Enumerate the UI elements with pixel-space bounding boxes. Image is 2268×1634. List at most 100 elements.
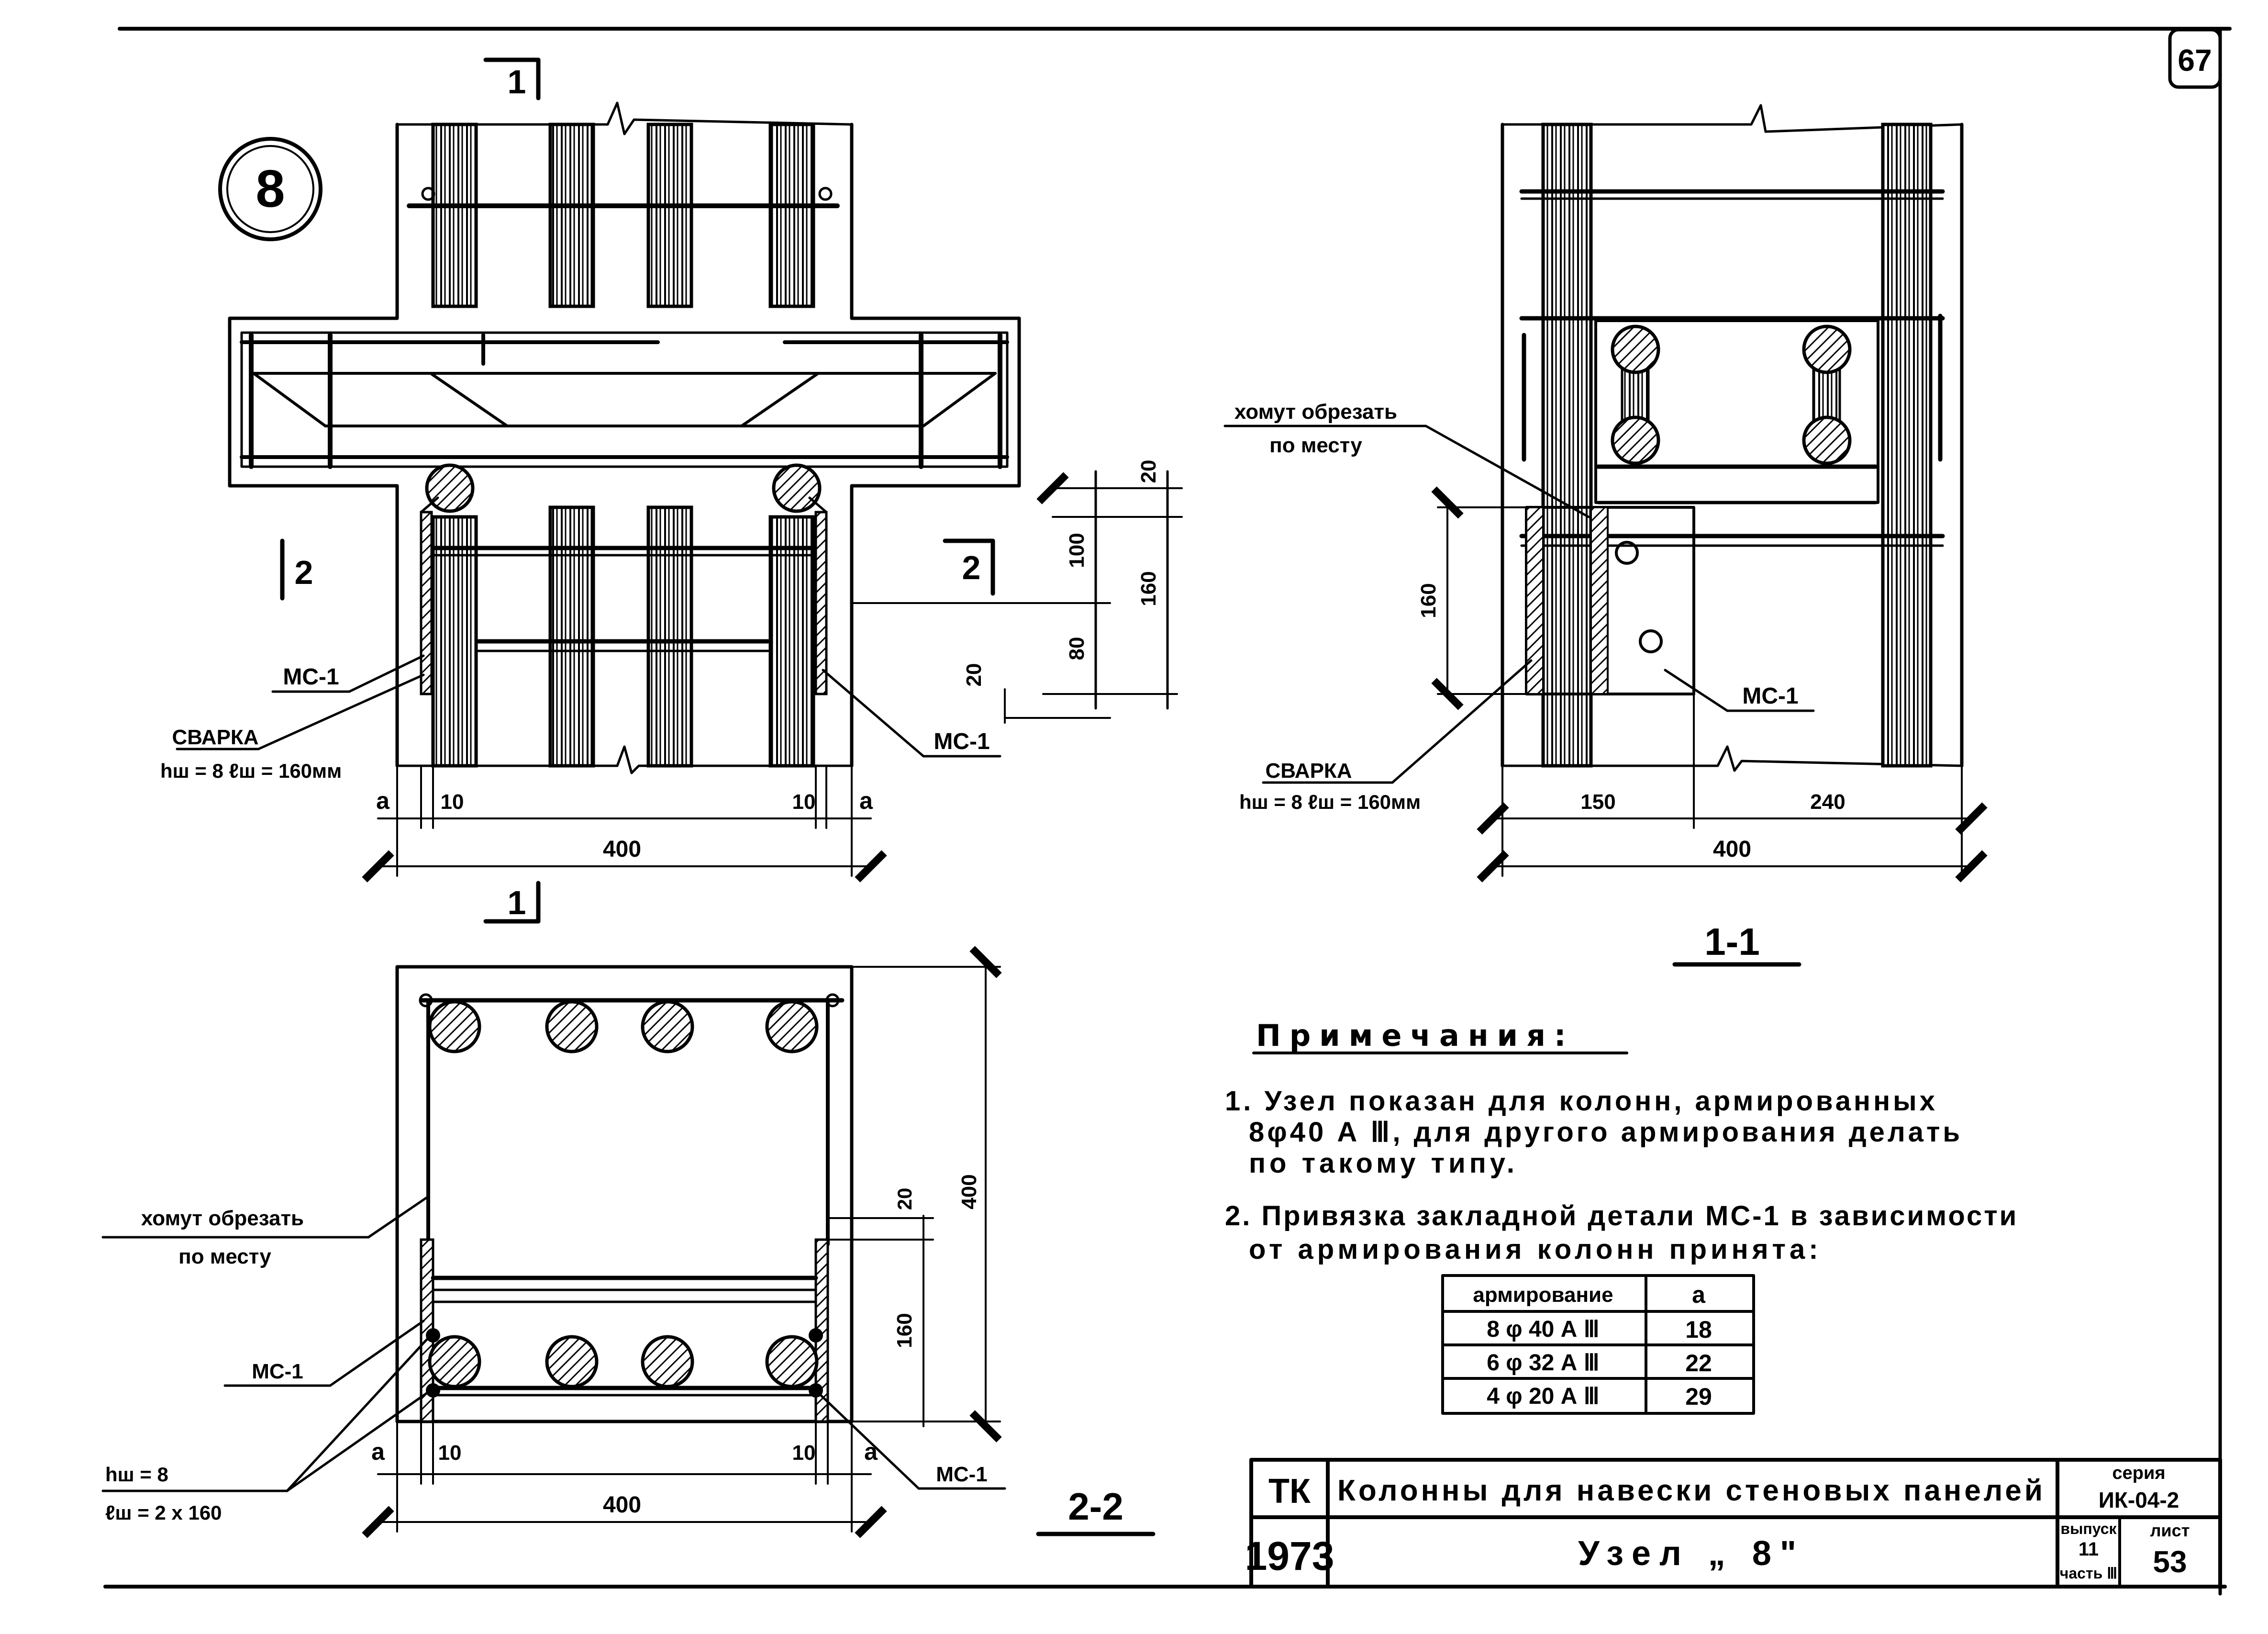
section-2-2-view: хомут обрезать по месту МС-1 hш = 8 ℓш =… <box>101 946 1156 1538</box>
callout-welding-left: СВАРКА hш = 8 ℓш = 160мм <box>160 673 425 782</box>
page-number: 67 <box>2178 43 2212 78</box>
svg-text:2: 2 <box>295 554 313 591</box>
upper-longitudinal-bars <box>407 123 840 308</box>
section-mark-1-top: 1 <box>483 57 541 101</box>
node-8-vertical-dims: 20 100 160 80 20 <box>851 460 1183 724</box>
table-cell: 18 <box>1685 1316 1712 1343</box>
svg-text:по месту: по месту <box>1269 434 1362 457</box>
node-marker-number: 8 <box>256 159 285 218</box>
svg-text:a: a <box>864 1438 878 1465</box>
reinforcement-table: армирование a 8 φ 40 А Ⅲ 18 6 φ 32 А Ⅲ 2… <box>1441 1274 1755 1415</box>
section-1-1-console-bars <box>1594 319 1879 504</box>
title-block-org: ТК <box>1268 1472 1311 1511</box>
svg-text:400: 400 <box>1713 837 1751 862</box>
svg-text:хомут обрезать: хомут обрезать <box>141 1207 304 1230</box>
callout-mc1-right-2-2: МС-1 <box>817 1391 1006 1490</box>
callout-clamp-cut-1-1: хомут обрезать по месту <box>1223 400 1590 518</box>
svg-text:150: 150 <box>1580 790 1615 814</box>
svg-text:МС-1: МС-1 <box>283 664 339 690</box>
section-mark-2-right: 2 <box>943 538 995 596</box>
callout-mc1-left: МС-1 <box>271 654 425 693</box>
svg-text:СВАРКА: СВАРКА <box>172 726 258 749</box>
table-header-reinforcement: армирование <box>1473 1283 1613 1307</box>
svg-text:100: 100 <box>1065 533 1089 568</box>
svg-text:10: 10 <box>792 1441 816 1465</box>
section-mark-1-bottom: 1 <box>483 881 541 924</box>
section-2-2-mc1-plates <box>420 1238 829 1423</box>
callout-mc1-right: МС-1 <box>822 669 1001 758</box>
table-cell: 29 <box>1685 1383 1712 1410</box>
table-header-a: a <box>1692 1281 1706 1308</box>
lower-longitudinal-bars <box>431 505 816 768</box>
section-2-2-dims: 400 20 160 a 10 10 a 400 <box>362 946 1002 1538</box>
callout-mc1-1-1: МС-1 <box>1664 669 1815 712</box>
note-2-line-2: от армирования колонн принята: <box>1249 1234 1822 1265</box>
issue-label: выпуск <box>2060 1520 2117 1537</box>
title-block: ТК 1973 Колонны для навески стеновых пан… <box>1245 1458 2222 1589</box>
svg-text:160: 160 <box>1417 583 1440 618</box>
page-number-box: 67 <box>2168 28 2222 89</box>
table-cell: 22 <box>1685 1350 1712 1377</box>
issue-value: 11 <box>2079 1539 2099 1560</box>
svg-text:20: 20 <box>1137 460 1160 483</box>
svg-text:240: 240 <box>1810 790 1845 814</box>
svg-text:160: 160 <box>1137 571 1160 606</box>
mc1-plates <box>420 496 828 695</box>
title-block-title: Колонны для навески стеновых панелей <box>1337 1474 2046 1507</box>
svg-text:2-2: 2-2 <box>1068 1485 1123 1528</box>
svg-text:1: 1 <box>508 884 526 921</box>
table-row: 8 φ 40 А Ⅲ <box>1487 1317 1600 1342</box>
node-8-view: 8 1 1 2 2 <box>160 57 1183 924</box>
svg-text:a: a <box>376 787 390 814</box>
sheet-value: 53 <box>2153 1544 2187 1579</box>
section-1-1-title: 1-1 <box>1672 920 1801 967</box>
svg-text:СВАРКА: СВАРКА <box>1265 759 1352 783</box>
svg-text:МС-1: МС-1 <box>934 729 989 754</box>
svg-text:a: a <box>859 787 873 814</box>
console-reinforcement <box>240 331 1009 469</box>
section-mark-2-left: 2 <box>280 538 313 601</box>
svg-text:hш = 8 ℓш = 160мм: hш = 8 ℓш = 160мм <box>1239 791 1421 813</box>
svg-text:20: 20 <box>893 1188 916 1210</box>
svg-text:МС-1: МС-1 <box>936 1463 988 1486</box>
svg-text:10: 10 <box>441 790 464 814</box>
svg-text:160: 160 <box>893 1313 916 1348</box>
note-1-line-2: 8φ40 А Ⅲ, для другого армирования делать <box>1249 1117 1963 1148</box>
section-1-1-dims: 160 150 240 400 <box>1417 486 1988 883</box>
section-1-1-mc1-plate <box>1525 506 1695 695</box>
notes-title: Примечания: <box>1256 1018 1575 1053</box>
section-2-2-title: 2-2 <box>1036 1485 1156 1536</box>
node-marker: 8 <box>218 137 322 241</box>
note-2-line-1: 2. Привязка закладной детали МС-1 в зави… <box>1225 1200 2018 1231</box>
sheet-label: лист <box>2150 1521 2190 1540</box>
notes-block: Примечания: 1. Узел показан для колонн, … <box>1225 1018 2018 1415</box>
svg-text:10: 10 <box>792 790 816 814</box>
section-1-1-longitudinal-bars <box>1541 123 1933 768</box>
note-1-line-3: по такому типу. <box>1249 1148 1518 1179</box>
section-1-1-view: хомут обрезать по месту МС-1 СВАРКА hш =… <box>1223 104 1988 967</box>
node-8-horizontal-dims: a 10 10 a 400 <box>362 765 887 883</box>
svg-text:1: 1 <box>508 63 526 101</box>
callout-welding-1-1: СВАРКА hш = 8 ℓш = 160мм <box>1239 659 1533 813</box>
title-block-subtitle: Узел „ 8" <box>1578 1534 1805 1573</box>
title-block-year: 1973 <box>1245 1533 1334 1578</box>
section-2-2-top-bars <box>419 993 845 1246</box>
callout-clamp-cut-2-2: хомут обрезать по месту <box>101 1195 430 1268</box>
svg-text:hш = 8: hш = 8 <box>105 1463 168 1486</box>
svg-text:хомут обрезать: хомут обрезать <box>1234 400 1397 424</box>
svg-text:400: 400 <box>957 1174 981 1209</box>
note-1-line-1: 1. Узел показан для колонн, армированных <box>1225 1086 1938 1117</box>
part-label: часть Ⅲ <box>2060 1565 2117 1582</box>
svg-text:80: 80 <box>1065 637 1089 660</box>
svg-text:a: a <box>371 1438 385 1465</box>
series-value: ИК-04-2 <box>2099 1488 2179 1512</box>
series-label: серия <box>2112 1463 2165 1483</box>
svg-text:ℓш = 2 х 160: ℓш = 2 х 160 <box>105 1501 222 1524</box>
table-row: 4 φ 20 А Ⅲ <box>1487 1384 1600 1409</box>
callout-weld-2-2: hш = 8 ℓш = 2 х 160 <box>101 1334 432 1524</box>
callout-mc1-left-2-2: МС-1 <box>223 1320 425 1387</box>
svg-text:1-1: 1-1 <box>1704 920 1760 963</box>
table-row: 6 φ 32 А Ⅲ <box>1487 1350 1600 1376</box>
svg-text:10: 10 <box>438 1441 462 1465</box>
